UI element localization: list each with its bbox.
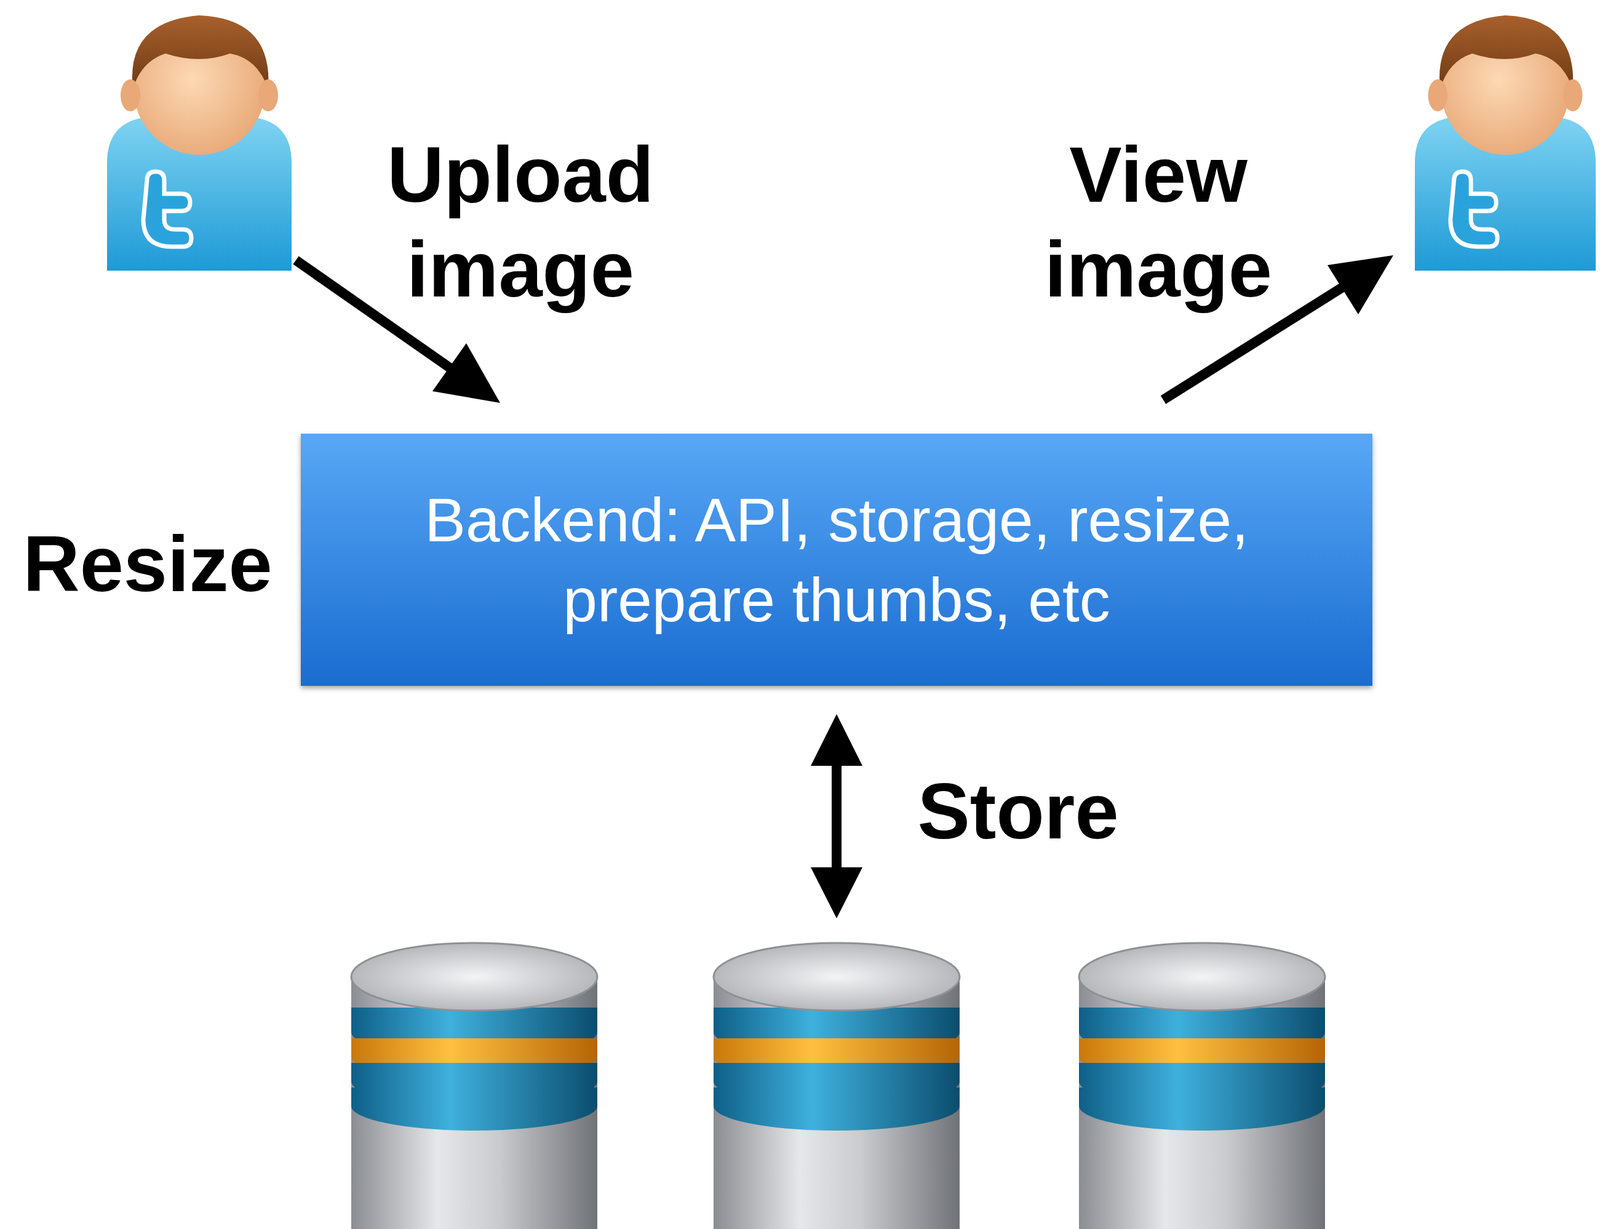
- backend-box: Backend: API, storage, resize, prepare t…: [300, 433, 1373, 686]
- store-arrow: [810, 714, 863, 919]
- uploader-icon: [107, 15, 292, 271]
- arrow-label: Store: [917, 764, 1119, 859]
- store-arrow-part: [810, 867, 863, 919]
- viewer-icon: [1414, 15, 1596, 271]
- view-arrow-part: [1327, 255, 1394, 315]
- arrow-label: View image: [986, 127, 1331, 317]
- database-2: [713, 943, 960, 1229]
- store-arrow-part: [810, 714, 863, 766]
- database-3: [1078, 943, 1326, 1229]
- arrow-label: Resize: [22, 516, 273, 612]
- store-arrow-part: [831, 756, 842, 877]
- arrow-label: Upload image: [348, 127, 693, 317]
- box-text: Backend: API, storage, resize, prepare t…: [381, 479, 1292, 640]
- database-1: [351, 943, 598, 1229]
- upload-arrow-part: [432, 343, 501, 403]
